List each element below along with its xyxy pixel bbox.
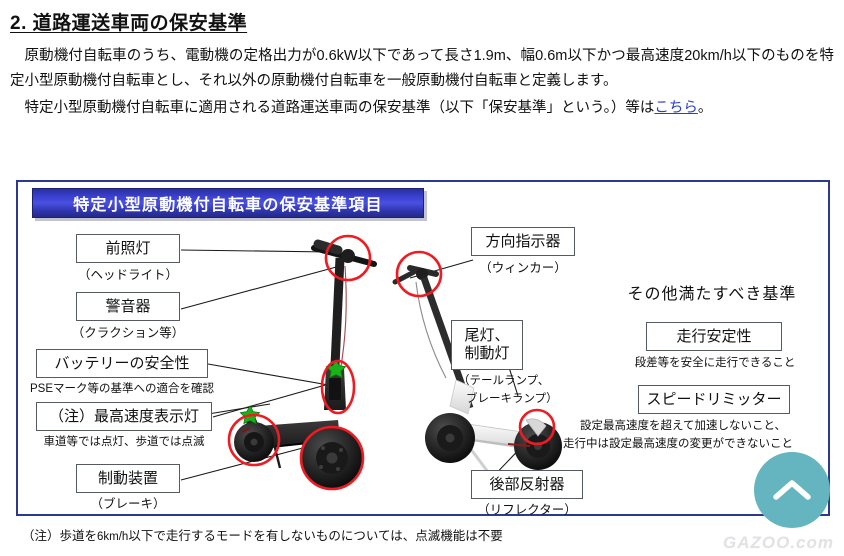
label-max-speed-lamp-note: 車道等では点灯、歩道では点滅 bbox=[43, 436, 205, 448]
label-rear-reflector-note: （リフレクター） bbox=[477, 503, 577, 517]
label-headlight: 前照灯 bbox=[76, 234, 180, 263]
label-speed-limiter: スピードリミッター bbox=[638, 385, 790, 414]
label-driving-stability-note: 段差等を安全に走行できること bbox=[634, 357, 796, 369]
label-tail-brake-lamp: 尾灯、 制動灯 bbox=[451, 320, 523, 370]
label-headlight-note: （ヘッドライト） bbox=[77, 268, 178, 282]
other-criteria-heading: その他満たすべき基準 bbox=[627, 286, 797, 303]
scroll-to-top-button[interactable] bbox=[754, 452, 830, 528]
black-scooter bbox=[234, 239, 377, 488]
label-turn-signal-note: （ウィンカー） bbox=[479, 261, 567, 275]
article-paragraph-2: 特定小型原動機付自転車に適用される道路運送車両の保安基準（以下「保安基準」という… bbox=[10, 96, 834, 121]
label-rear-reflector-text: 後部反射器 bbox=[489, 475, 565, 493]
gazoo-watermark: GAZOO.com bbox=[722, 533, 834, 552]
footnote-prefix: （注）歩道を bbox=[22, 529, 98, 543]
safety-standards-figure-panel: 特定小型原動機付自転車の保安基準項目 bbox=[16, 180, 830, 517]
kochira-link[interactable]: こちら bbox=[654, 100, 698, 116]
label-speed-limiter-note-line2: 走行中は設定最高速度の変更ができないこと bbox=[563, 438, 793, 450]
label-horn-note: （クラクション等） bbox=[71, 326, 185, 340]
label-speed-limiter-text: スピードリミッター bbox=[646, 390, 782, 408]
label-brake-device: 制動装置 bbox=[76, 464, 180, 493]
speed-indicator-markers bbox=[239, 359, 347, 425]
label-turn-signal: 方向指示器 bbox=[471, 227, 575, 256]
figure-title-bar: 特定小型原動機付自転車の保安基準項目 bbox=[32, 188, 424, 218]
label-brake-device-text: 制動装置 bbox=[97, 469, 158, 487]
footnote-unit: 6km/h bbox=[97, 531, 129, 543]
label-tail-brake-lamp-note-line2: ブレーキランプ） bbox=[466, 393, 558, 405]
article-paragraph-1: 原動機付自転車のうち、電動機の定格出力が0.6kW以下であって長さ1.9m、幅0… bbox=[10, 48, 834, 89]
label-battery-safety: バッテリーの安全性 bbox=[36, 349, 208, 378]
label-horn: 警音器 bbox=[76, 292, 180, 321]
label-brake-device-note: （ブレーキ） bbox=[90, 497, 166, 511]
label-headlight-text: 前照灯 bbox=[105, 239, 151, 257]
label-rear-reflector: 後部反射器 bbox=[471, 470, 583, 499]
label-tail-brake-lamp-note-line1: （テールランプ、 bbox=[458, 375, 550, 387]
label-max-speed-lamp-text: （注）最高速度表示灯 bbox=[48, 407, 199, 425]
figure-footnote: （注）歩道を6km/h以下で走行するモードを有しないものについては、点滅機能は不… bbox=[22, 525, 503, 544]
chevron-up-icon bbox=[772, 477, 812, 503]
label-battery-safety-note: PSEマーク等の基準への適合を確認 bbox=[29, 383, 214, 395]
label-horn-text: 警音器 bbox=[105, 297, 151, 315]
label-turn-signal-text: 方向指示器 bbox=[485, 232, 561, 250]
footnote-rest: 以下で走行するモードを有しないものについては、点滅機能は不要 bbox=[128, 529, 503, 543]
label-tail-brake-lamp-line2: 制動灯 bbox=[464, 345, 510, 362]
label-battery-safety-text: バッテリーの安全性 bbox=[54, 354, 190, 372]
article-paragraph-2-text: 特定小型原動機付自転車に適用される道路運送車両の保安基準（以下「保安基準」という… bbox=[24, 100, 655, 116]
figure-title: 特定小型原動機付自転車の保安基準項目 bbox=[73, 197, 383, 214]
label-driving-stability: 走行安定性 bbox=[646, 322, 782, 351]
article-text-block: 2. 道路運送車両の保安基準 原動機付自転車のうち、電動機の定格出力が0.6kW… bbox=[0, 0, 844, 123]
label-driving-stability-text: 走行安定性 bbox=[676, 327, 752, 345]
page-title: 2. 道路運送車両の保安基準 bbox=[10, 13, 248, 34]
label-max-speed-lamp: （注）最高速度表示灯 bbox=[36, 402, 212, 431]
article-paragraph-2-tail: 。 bbox=[697, 100, 713, 116]
label-speed-limiter-note-line1: 設定最高速度を超えて加速しないこと、 bbox=[580, 420, 786, 432]
label-tail-brake-lamp-line1: 尾灯、 bbox=[464, 327, 510, 345]
